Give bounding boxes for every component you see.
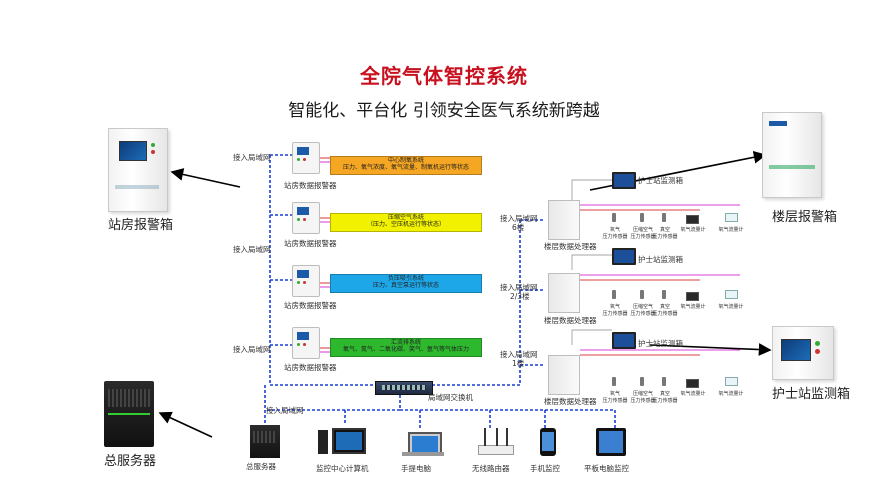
station-alarm-device-2: [292, 202, 320, 234]
floor-alarm-cabinet: [762, 112, 822, 198]
main-server-icon: [104, 381, 154, 447]
lan-label-right-3: 接入局域网: [500, 350, 538, 359]
sensor-label: 氧气 压力传感器: [602, 391, 628, 404]
floor-processor-2: [548, 273, 580, 313]
sensor-label: 氧气流量计: [718, 391, 744, 397]
device-label: 无线路由器: [472, 464, 510, 473]
station-alarm-label: 站房数据报警器: [284, 181, 337, 190]
network-switch-icon: [375, 381, 433, 395]
router-icon: [478, 445, 514, 455]
desktop-tower-icon: [318, 430, 328, 454]
main-server-label: 总服务器: [104, 454, 157, 469]
floor-processor-1: [548, 200, 580, 240]
lan-label-right-2: 接入局域网: [500, 283, 538, 292]
station-alarm-label: 站房数据报警器: [284, 363, 337, 372]
sensor-label: 真空 压力传感器: [652, 227, 678, 240]
processor-label: 楼层数据处理器: [544, 316, 597, 325]
device-label: 平板电脑监控: [584, 464, 629, 473]
nurse-panel-label: 护士站监测箱: [638, 176, 683, 185]
system-desc: （压力、空压机运行等状态）: [366, 221, 445, 228]
lan-label-1: 接入局域网: [233, 153, 271, 162]
router-antenna-icon: [506, 428, 508, 446]
station-alarm-device-3: [292, 265, 320, 297]
router-antenna-icon: [496, 428, 498, 446]
sensor-label: 真空 压力传感器: [652, 391, 678, 404]
switch-label: 局域网交换机: [428, 393, 473, 402]
floor-alarm-box-label: 楼层报警箱: [772, 210, 838, 225]
nurse-panel-label: 护士站监测箱: [638, 255, 683, 264]
station-alarm-label: 站房数据报警器: [284, 239, 337, 248]
monitor-icon: [332, 428, 366, 454]
sensor-label: 压缩空气 压力传感器: [630, 227, 656, 240]
nurse-station-box-label: 护士站监测箱: [772, 387, 851, 402]
nurse-panel-label: 护士站监测箱: [638, 339, 683, 348]
system-desc: 压力、氧气浓度、氧气流量、制氧机运行等状态: [342, 164, 469, 171]
device-label: 总服务器: [246, 462, 276, 471]
floor-tag-3: 1楼: [512, 359, 525, 368]
phone-icon: [540, 428, 556, 456]
system-box-compressed-air: 压缩空气系统 （压力、空压机运行等状态）: [330, 213, 482, 232]
station-alarm-device-1: [292, 142, 320, 174]
system-box-vacuum: 负压吸引系统 压力、真空泵运行等状态: [330, 274, 482, 293]
station-alarm-cabinet: [108, 128, 168, 212]
system-desc: 压力、真空泵运行等状态: [372, 282, 439, 289]
device-label: 监控中心计算机: [316, 464, 369, 473]
sensor-label: 氧气流量计: [680, 227, 706, 233]
sensor-label: 氧气流量计: [718, 304, 744, 310]
nurse-panel-1: [612, 172, 636, 189]
lan-label-server: 接入局域网: [266, 406, 304, 415]
page-subtitle: 智能化、平台化 引领安全医气系统新跨越: [288, 101, 600, 121]
device-label: 手机监控: [530, 464, 560, 473]
system-box-oxygen: 中心制氧系统 压力、氧气浓度、氧气流量、制氧机运行等状态: [330, 156, 482, 175]
floor-tag-1: 6楼: [512, 223, 525, 232]
sensor-label: 氧气 压力传感器: [602, 304, 628, 317]
floor-tag-2: 2/3楼: [510, 292, 530, 301]
lan-label-3: 接入局域网: [233, 345, 271, 354]
system-box-manifold: 汇流排系统 氧气、氮气、二氧化碳、笑气、氩气等气体压力: [330, 338, 482, 357]
sensor-label: 氧气流量计: [718, 227, 744, 233]
station-alarm-box-label: 站房报警箱: [108, 218, 174, 233]
station-alarm-device-4: [292, 327, 320, 359]
system-title: 压缩空气系统: [387, 214, 424, 221]
page-title: 全院气体智控系统: [360, 64, 528, 88]
system-desc: 氧气、氮气、二氧化碳、笑气、氩气等气体压力: [342, 346, 469, 353]
processor-label: 楼层数据处理器: [544, 242, 597, 251]
system-title: 中心制氧系统: [387, 157, 424, 164]
sensor-label: 压缩空气 压力传感器: [630, 391, 656, 404]
sensor-label: 氧气流量计: [680, 304, 706, 310]
system-title: 汇流排系统: [390, 339, 421, 346]
sensor-label: 氧气 压力传感器: [602, 227, 628, 240]
processor-label: 楼层数据处理器: [544, 397, 597, 406]
lan-label-right-1: 接入局域网: [500, 214, 538, 223]
floor-processor-3: [548, 355, 580, 395]
nurse-station-cabinet: [772, 326, 834, 380]
nurse-panel-2: [612, 248, 636, 265]
router-antenna-icon: [484, 428, 486, 446]
device-label: 手提电脑: [401, 464, 431, 473]
laptop-base-icon: [402, 452, 444, 456]
tablet-icon: [596, 428, 626, 456]
sensor-label: 真空 压力传感器: [652, 304, 678, 317]
system-title: 负压吸引系统: [387, 275, 424, 282]
sensor-label: 氧气流量计: [680, 391, 706, 397]
lan-label-2: 接入局域网: [233, 245, 271, 254]
server-icon: [250, 425, 280, 458]
sensor-label: 压缩空气 压力传感器: [630, 304, 656, 317]
nurse-panel-3: [612, 332, 636, 349]
station-alarm-label: 站房数据报警器: [284, 301, 337, 310]
